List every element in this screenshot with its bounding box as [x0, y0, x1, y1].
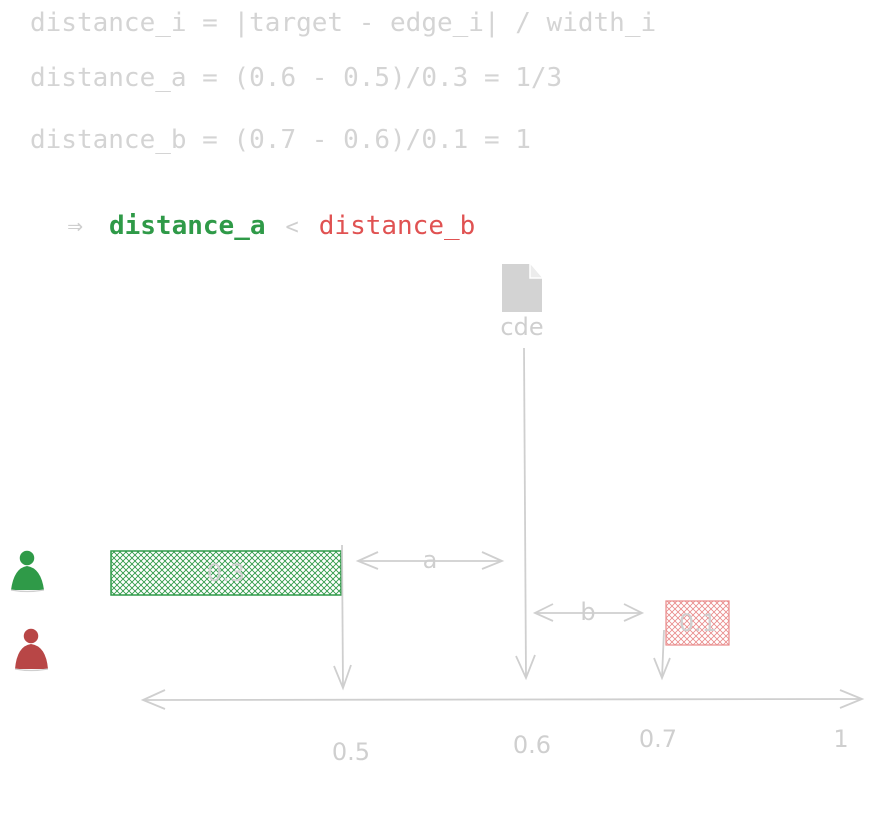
distance-a-term: distance_a: [108, 211, 266, 241]
distance-a-label: a: [423, 546, 438, 574]
distance-b-term: distance_b: [318, 211, 476, 241]
distance-b-label: b: [580, 598, 595, 626]
document-icon: [502, 264, 542, 312]
green-user-icon: [10, 549, 45, 593]
number-axis: [140, 689, 865, 710]
edge-a-arrow: [333, 544, 352, 691]
distance-b-arrow: [532, 603, 645, 622]
distance-a-formula: distance_a = (0.6 - 0.5)/0.3 = 1/3: [30, 63, 563, 93]
implies-arrow: ⇒: [67, 211, 83, 241]
red-user-icon: [14, 627, 49, 672]
target-label: cde: [500, 313, 543, 341]
distance-a-arrow: [355, 551, 505, 570]
range-b-bar: [665, 600, 730, 646]
distance-b-formula: distance_b = (0.7 - 0.6)/0.1 = 1: [30, 125, 531, 155]
range-a-bar: [110, 550, 342, 596]
edge-b-arrow: [653, 629, 671, 681]
tick-label-0-7: 0.7: [639, 725, 677, 753]
tick-label-1: 1: [833, 725, 848, 753]
range-a-width-label: 0.3: [207, 559, 245, 587]
range-b-width-label: 0.1: [679, 609, 717, 637]
less-than-sign: <: [285, 215, 299, 240]
tick-label-0-6: 0.6: [513, 731, 551, 759]
target-arrow: [515, 347, 536, 681]
tick-label-0-5: 0.5: [332, 738, 370, 766]
general-distance-formula: distance_i = |target - edge_i| / width_i: [30, 8, 657, 38]
conclusion-line: ⇒ distance_a < distance_b: [36, 181, 475, 241]
